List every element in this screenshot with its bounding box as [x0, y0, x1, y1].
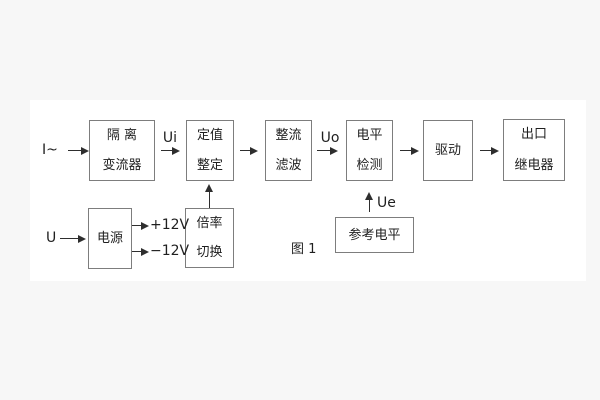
block-label: 变流器	[102, 158, 142, 173]
block-label: 滤波	[275, 158, 302, 173]
arrow-level-to-drive-head	[411, 147, 419, 155]
input-current-label: I~	[42, 142, 58, 158]
signal-ui-label: Ui	[162, 130, 178, 146]
block-label: 定值	[196, 128, 223, 143]
block-reference-level: 参考电平	[335, 217, 414, 253]
signal-ue-label: Ue	[377, 195, 396, 211]
block-isolation-transformer: 隔 离 变流器	[89, 120, 155, 181]
block-setpoint-setting: 定值 整定	[186, 120, 234, 181]
arrow-minus12v-head	[141, 248, 149, 256]
arrow-level-to-drive-line	[400, 150, 411, 151]
arrow-drive-to-relay-line	[480, 150, 491, 151]
block-label: 检测	[356, 158, 383, 173]
block-label: 倍率	[196, 216, 223, 231]
block-label: 驱动	[434, 143, 461, 158]
arrow-ue-line	[369, 199, 370, 212]
figure-caption: 图 1	[291, 242, 317, 257]
block-ratio-switch: 倍率 切换	[185, 208, 234, 268]
input-voltage-label: U	[46, 230, 57, 246]
arrow-setting-to-rectifier-head	[250, 147, 258, 155]
arrow-ui-head	[172, 147, 180, 155]
block-label: 继电器	[514, 158, 554, 173]
signal-minus12v-label: −12V	[150, 243, 190, 259]
arrow-minus12v-line	[132, 251, 141, 252]
block-output-relay: 出口 继电器	[503, 119, 565, 181]
arrow-uo-head	[330, 147, 338, 155]
arrow-uo-line	[317, 150, 330, 151]
block-label: 电平	[356, 128, 383, 143]
arrow-input-voltage-head	[78, 235, 86, 243]
block-label: 切换	[196, 245, 223, 260]
block-power-supply: 电源	[88, 208, 132, 269]
block-drive: 驱动	[423, 120, 473, 181]
arrow-ratio-to-setting-line	[209, 191, 210, 208]
block-label: 参考电平	[348, 227, 401, 243]
block-label: 整定	[196, 158, 223, 173]
arrow-input-current-line	[68, 150, 81, 151]
block-label: 整流	[275, 128, 302, 143]
arrow-setting-to-rectifier-line	[240, 150, 250, 151]
block-label: 出口	[520, 127, 547, 142]
signal-uo-label: Uo	[320, 130, 340, 146]
arrow-ratio-to-setting-head	[205, 184, 213, 192]
signal-plus12v-label: +12V	[150, 217, 190, 233]
block-label: 电源	[96, 231, 123, 246]
block-level-detection: 电平 检测	[346, 120, 393, 181]
arrow-drive-to-relay-head	[491, 147, 499, 155]
arrow-plus12v-line	[132, 225, 141, 226]
arrow-input-voltage-line	[60, 238, 78, 239]
arrow-ue-head	[365, 192, 373, 200]
arrow-plus12v-head	[141, 222, 149, 230]
block-label: 隔 离	[106, 128, 138, 143]
arrow-input-current-head	[81, 147, 89, 155]
arrow-ui-line	[161, 150, 172, 151]
block-rectifier-filter: 整流 滤波	[265, 120, 312, 181]
